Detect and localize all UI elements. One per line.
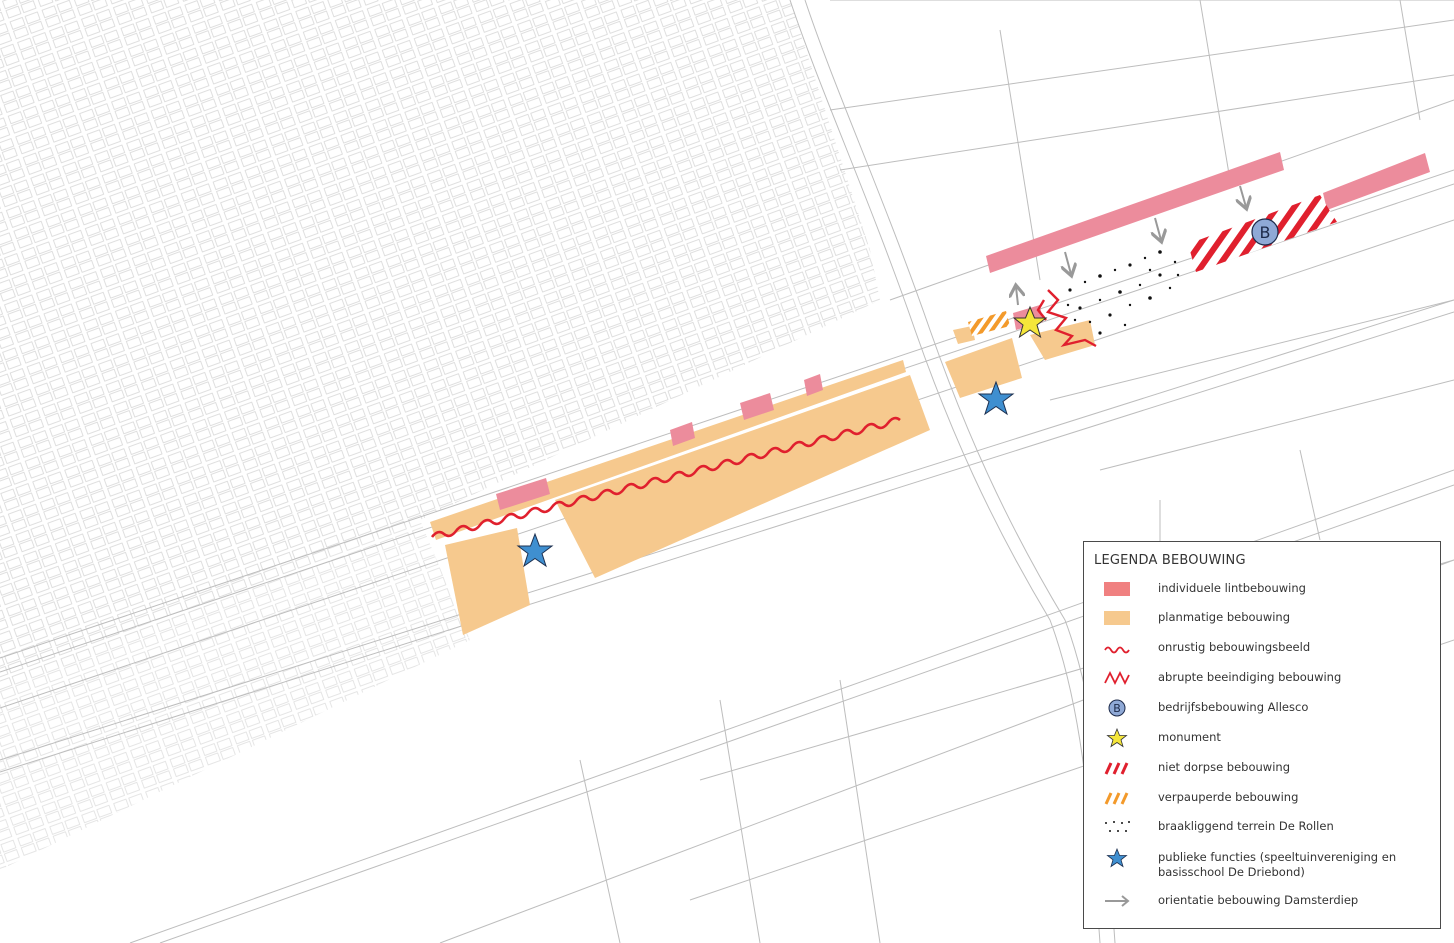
legend-item-niet-dorps: niet dorpse bebouwing [1084,756,1440,780]
legend-item-bedrijf: B bedrijfsbebouwing Allesco [1084,696,1440,720]
gray-arrow-icon [1105,895,1130,907]
blue-star-icon [1106,848,1128,868]
planmatig-area-east-3 [953,326,975,344]
bedrijfsbebouwing-marker: B [1251,218,1279,246]
legend-item-lint: individuele lintbebouwing [1084,577,1440,601]
monument-star [1012,305,1048,339]
legend-item-planmatig: planmatige bebouwing [1084,606,1440,630]
lint-block-3 [740,393,774,420]
orientatie-arrow-4 [1016,287,1018,306]
zigzag-line-icon [1104,670,1130,686]
planmatig-area-south-1 [445,528,530,635]
abrupte-zigzag-line-2 [1036,299,1047,321]
dot-pattern-icon [1105,821,1130,832]
svg-text:B: B [1113,702,1121,715]
publieke-functie-star-2 [977,380,1015,416]
lint-strip-north-1 [986,152,1284,273]
legend-item-abrupt: abrupte beeindiging bebouwing [1084,666,1440,690]
base-town-grid [0,0,880,870]
orientatie-arrow-1 [1240,185,1246,207]
legend-panel: LEGENDA BEBOUWING individuele lintbebouw… [1083,541,1441,929]
red-hatch-icon [1104,762,1129,775]
yellow-star-icon [1106,728,1128,748]
bedrijf-marker-letter: B [1260,223,1271,242]
lint-block-4 [804,374,823,396]
onrustig-wavy-line [430,416,901,538]
lint-block-1 [496,478,550,510]
orientatie-arrow-2 [1155,217,1161,240]
legend-item-monument: monument [1084,726,1440,750]
legend-item-publiek: publieke functies (speeltuinvereniging e… [1084,846,1440,882]
orientatie-arrows [1016,185,1246,306]
legend-item-braak: braakliggend terrein De Rollen [1084,815,1440,839]
planmatig-area-main [555,375,930,578]
b-circle-icon: B [1108,699,1126,717]
lint-block-2 [670,422,695,446]
lint-strip-north-2 [1323,153,1430,210]
braakliggend-terrein-area [1066,250,1180,335]
peach-swatch-icon [1104,611,1130,625]
legend-title: LEGENDA BEBOUWING [1094,553,1246,568]
planmatig-area-east-2 [1030,320,1095,360]
planmatige-bebouwing-areas [430,320,1095,635]
wavy-line-icon [1104,646,1130,654]
orange-hatch-icon [1104,792,1129,805]
salmon-swatch-icon [1104,582,1130,596]
planmatig-area-east-1 [945,338,1022,398]
legend-item-orientatie: orientatie bebouwing Damsterdiep [1084,889,1440,913]
publieke-functie-star-1 [516,532,554,568]
abrupte-zigzag-line [1045,289,1097,348]
legend-item-onrustig: onrustig bebouwingsbeeld [1084,636,1440,660]
legend-item-verpauperd: verpauperde bebouwing [1084,786,1440,810]
planmatig-area-west [430,360,906,540]
lint-bebouwing-areas [496,152,1430,510]
orientatie-arrow-3 [1065,251,1071,274]
verpauperde-bebouwing-area [968,311,1010,336]
